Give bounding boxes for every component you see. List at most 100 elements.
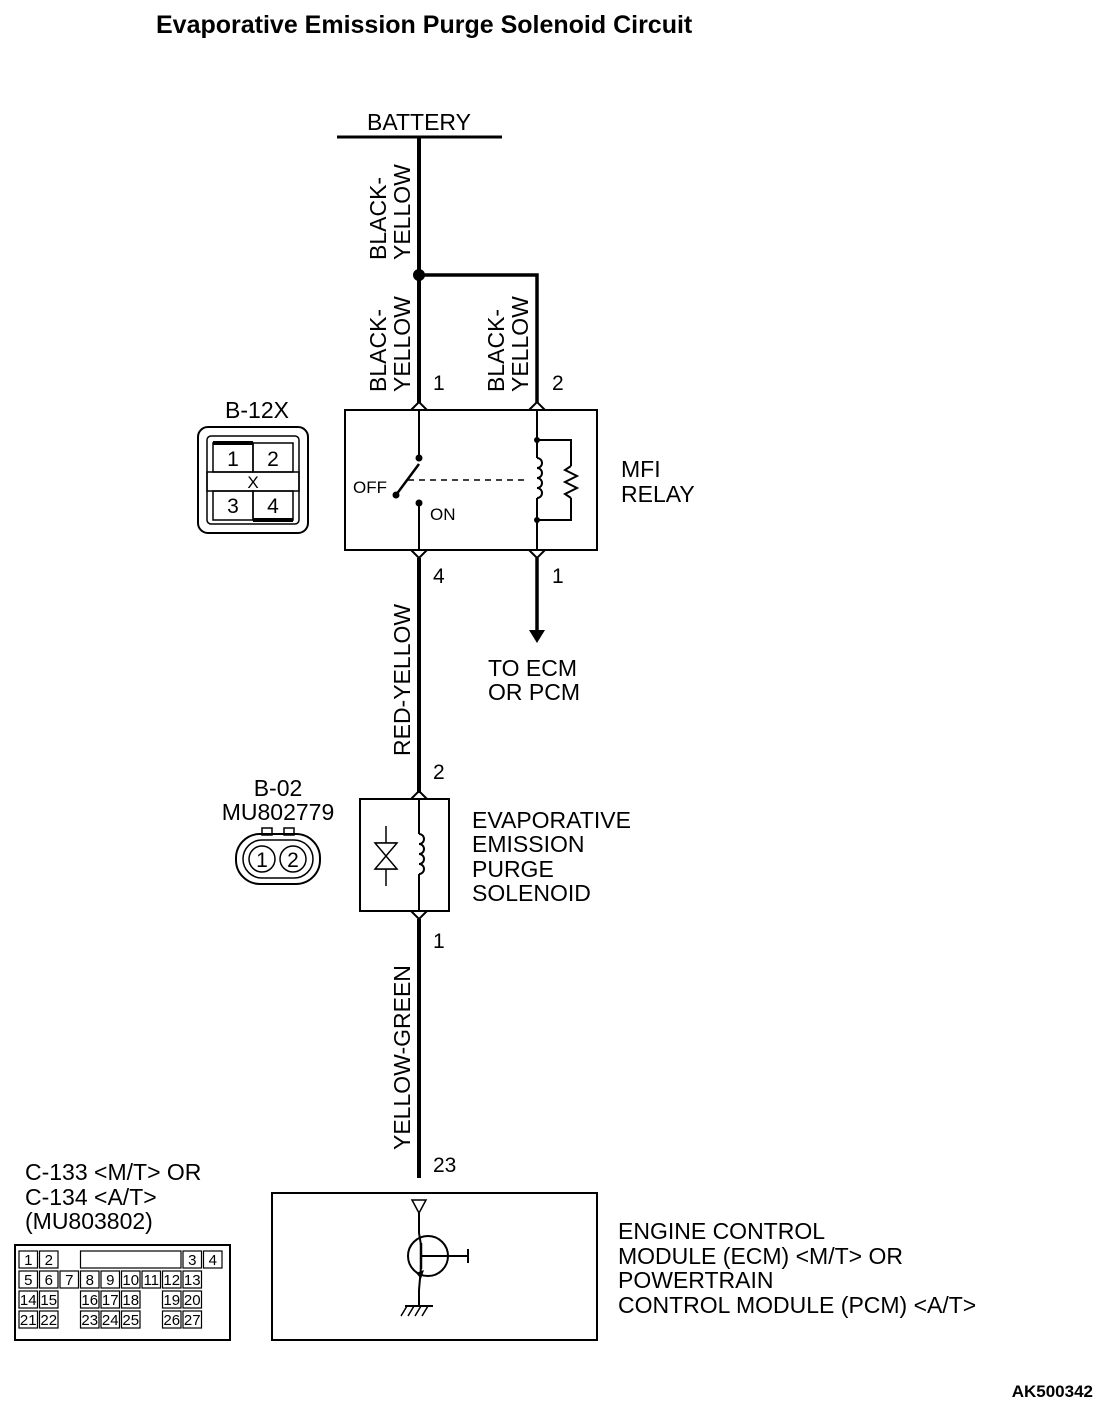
ground-icon: [400, 1305, 433, 1317]
solenoid-name-line2: EMISSION: [472, 831, 584, 857]
ecm-pin-cell: [18, 1290, 39, 1309]
ecm-pin-cell: [79, 1270, 100, 1289]
solenoid-coil: [418, 833, 425, 875]
ecm-pin-label: 24: [102, 1312, 119, 1329]
relay-name-line2: RELAY: [621, 481, 695, 507]
connector-b02: B-02 MU802779 1 2: [222, 775, 335, 885]
ecm-pin-cell: [79, 1310, 100, 1329]
ecm-pin-cell: [182, 1270, 203, 1289]
ecm-pin-label: 16: [81, 1292, 98, 1309]
ecm-pin-cell: [182, 1250, 203, 1269]
ecm-pin-label: 10: [122, 1272, 139, 1289]
mfi-relay-box: [344, 409, 598, 551]
ecm-pin-label: 20: [184, 1292, 201, 1309]
ecm-pin-label: 11: [143, 1272, 159, 1289]
ecm-pin-label: 17: [102, 1292, 119, 1309]
ecm-connector-line2: C-134 <A/T>: [25, 1184, 157, 1210]
ecm-pin-label: 4: [209, 1252, 217, 1269]
ecm-name-line3: POWERTRAIN: [618, 1267, 773, 1293]
ecm-pin-label: 14: [20, 1292, 37, 1309]
wire-label-relay-pin2: BLACK- YELLOW: [483, 296, 533, 392]
ecm-pin-label: 1: [24, 1252, 32, 1269]
ecm-pin-23: 23: [433, 1154, 456, 1177]
purge-solenoid-box: [359, 798, 450, 912]
relay-off-label: OFF: [353, 478, 387, 497]
ecm-pin-cell: [182, 1290, 203, 1309]
ecm-name-line1: ENGINE CONTROL: [618, 1218, 825, 1244]
solenoid-name-line4: SOLENOID: [472, 880, 591, 906]
solenoid-valve-icon: [373, 826, 399, 886]
relay-pin-2: 2: [552, 372, 564, 395]
svg-text:YELLOW: YELLOW: [389, 296, 415, 392]
ecm-pin-label: 2: [45, 1252, 53, 1269]
svg-text:BLACK-: BLACK-: [483, 309, 509, 392]
ecm-pin-label: 26: [163, 1312, 180, 1329]
relay-terminal-2-top: [528, 400, 546, 411]
ecm-terminal: [410, 1199, 428, 1215]
solenoid-terminal-bottom: [410, 910, 428, 921]
ecm-pin-cell: [38, 1290, 59, 1309]
ecm-pin-cell: [38, 1310, 59, 1329]
wire-label-yellow-green: YELLOW-GREEN: [389, 965, 415, 1150]
solenoid-terminal-top: [410, 789, 428, 800]
b12x-cell-1: 1: [227, 448, 239, 471]
ecm-pin-cell: [202, 1250, 223, 1269]
ecm-pin-label: 13: [184, 1272, 201, 1289]
relay-resistor-loop: [537, 439, 572, 466]
svg-text:RED-YELLOW: RED-YELLOW: [389, 604, 415, 756]
arrow-to-ecm: [529, 630, 545, 643]
solenoid-name-line1: EVAPORATIVE: [472, 807, 631, 833]
ecm-name-line4: CONTROL MODULE (PCM) <A/T>: [618, 1292, 976, 1318]
ecm-box: [271, 1192, 598, 1341]
ecm-pin-label: 22: [40, 1312, 57, 1329]
wire-label-battery-feed: BLACK- YELLOW: [365, 164, 415, 260]
diagram-title: Evaporative Emission Purge Solenoid Circ…: [156, 11, 693, 39]
svg-text:YELLOW: YELLOW: [389, 164, 415, 260]
relay-pin-1-out: 1: [552, 565, 564, 588]
relay-pin-1: 1: [433, 372, 445, 395]
relay-resistor-return: [537, 498, 572, 521]
ecm-pin-cell: [100, 1310, 121, 1329]
connector-b12x: B-12X 1 2 X 3 4: [197, 397, 309, 534]
relay-pin-4: 4: [433, 565, 445, 588]
to-ecm-line1: TO ECM: [488, 655, 577, 681]
ecm-pin-cell: [100, 1270, 121, 1289]
connector-b02-part: MU802779: [222, 799, 335, 825]
ecm-pin-cell: [120, 1290, 141, 1309]
ecm-pin-label: 7: [65, 1272, 73, 1289]
relay-on-label: ON: [430, 505, 456, 524]
ecm-pin-cell: [120, 1270, 141, 1289]
ecm-pin-cell: [38, 1270, 59, 1289]
ecm-pin-cell: [18, 1270, 39, 1289]
ecm-pin-cell: [100, 1290, 121, 1309]
ecm-pin-cell: [18, 1310, 39, 1329]
connector-b12x-id: B-12X: [225, 397, 289, 423]
ecm-pin-label: 25: [122, 1312, 139, 1329]
ecm-pin-cell: [59, 1270, 80, 1289]
solenoid-pin-2: 2: [433, 761, 445, 784]
ecm-pin-label: 19: [163, 1292, 180, 1309]
relay-coil: [536, 457, 543, 499]
svg-text:BLACK-: BLACK-: [365, 309, 391, 392]
ecm-pin-label: 23: [81, 1312, 98, 1329]
ecm-pin-cell: [120, 1310, 141, 1329]
relay-terminal-1-bottom: [528, 549, 546, 560]
svg-text:YELLOW-GREEN: YELLOW-GREEN: [389, 965, 415, 1150]
ecm-pin-cell: [79, 1290, 100, 1309]
ecm-pin-label: 15: [40, 1292, 57, 1309]
ecm-pin-label: 12: [163, 1272, 180, 1289]
ecm-pin-cell: [182, 1310, 203, 1329]
svg-text:BLACK-: BLACK-: [365, 177, 391, 260]
wire-relay-coil-feed: [419, 273, 539, 403]
connector-b02-id: B-02: [254, 775, 303, 801]
relay-switch-off-contact: [392, 491, 400, 499]
to-ecm-line2: OR PCM: [488, 679, 580, 705]
relay-resistor: [562, 465, 580, 499]
ecm-transistor-emitter: [418, 1266, 422, 1291]
solenoid-name-line3: PURGE: [472, 856, 554, 882]
ecm-pin-cell: [161, 1310, 182, 1329]
figure-code: AK500342: [1012, 1382, 1093, 1401]
b12x-center: X: [247, 473, 258, 492]
